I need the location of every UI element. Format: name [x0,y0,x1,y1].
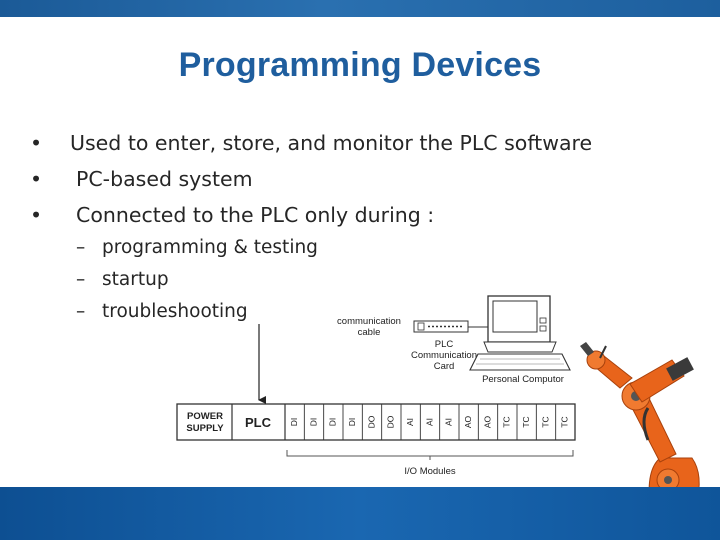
bottom-accent-bar [0,487,720,540]
top-accent-bar [0,0,720,17]
io-module-label: DI [347,418,357,427]
bullet-item: • PC-based system [30,164,670,200]
bullet-marker: • [30,203,43,227]
communication-card [413,320,488,333]
bullet-marker: • [30,167,43,191]
io-module-label: AO [463,415,473,428]
io-module-label: AI [405,418,415,426]
module-labels: DI DI DI DI DO DO AI AI AI AO AO TC TC TC TC [289,415,570,428]
slide-title: Programming Devices [178,46,542,84]
power-supply-label-line2: SUPPLY [186,423,224,434]
sub-bullet-list: – programming & testing – startup – trou… [76,234,376,330]
io-module-label: TC [502,416,512,427]
sub-bullet-text: programming & testing [102,237,318,258]
bullet-item: • Connected to the PLC only during : [30,200,670,236]
card-label-line2: Communication [411,350,477,361]
bullet-text: Used to enter, store, and monitor the PL… [70,131,593,155]
sub-bullet-marker: – [76,269,86,290]
io-module-label: DI [308,418,318,427]
io-module-label: AI [444,418,454,426]
bullet-text: Connected to the PLC only during : [76,203,435,227]
computer-label: Personal Computor [482,374,564,385]
card-label-line1: PLC [435,339,454,350]
io-module-label: AI [424,418,434,426]
sub-bullet-text: startup [102,269,169,290]
power-supply-label-line1: POWER [187,411,223,422]
bullet-list: • Used to enter, store, and monitor the … [30,128,670,236]
io-module-label: DO [386,415,396,428]
io-module-label: TC [540,416,550,427]
io-module-label: AO [482,415,492,428]
io-module-label: TC [521,416,531,427]
io-modules-label: I/O Modules [404,466,455,477]
sub-bullet-item: – programming & testing [76,234,376,266]
cable-label-line1: communication [337,316,401,327]
sub-bullet-marker: – [76,237,86,258]
io-modules-brace [286,450,574,460]
plc-cpu-label: PLC [245,415,272,430]
bullet-text: PC-based system [76,167,253,191]
sub-bullet-marker: – [76,301,86,322]
plc-rack [176,403,576,441]
io-module-label: DI [289,418,299,427]
sub-bullet-item: – troubleshooting [76,298,376,330]
io-module-label: DI [328,418,338,427]
bullet-item: • Used to enter, store, and monitor the … [30,128,670,164]
cable-label-line2: cable [358,327,381,338]
module-dividers [303,404,557,440]
bullet-marker: • [30,131,43,155]
sub-bullet-text: troubleshooting [102,301,248,322]
io-module-label: TC [560,416,570,427]
io-module-label: DO [366,415,376,428]
sub-bullet-item: – startup [76,266,376,298]
card-label-line3: Card [434,361,455,372]
computer-illustration [469,295,571,371]
